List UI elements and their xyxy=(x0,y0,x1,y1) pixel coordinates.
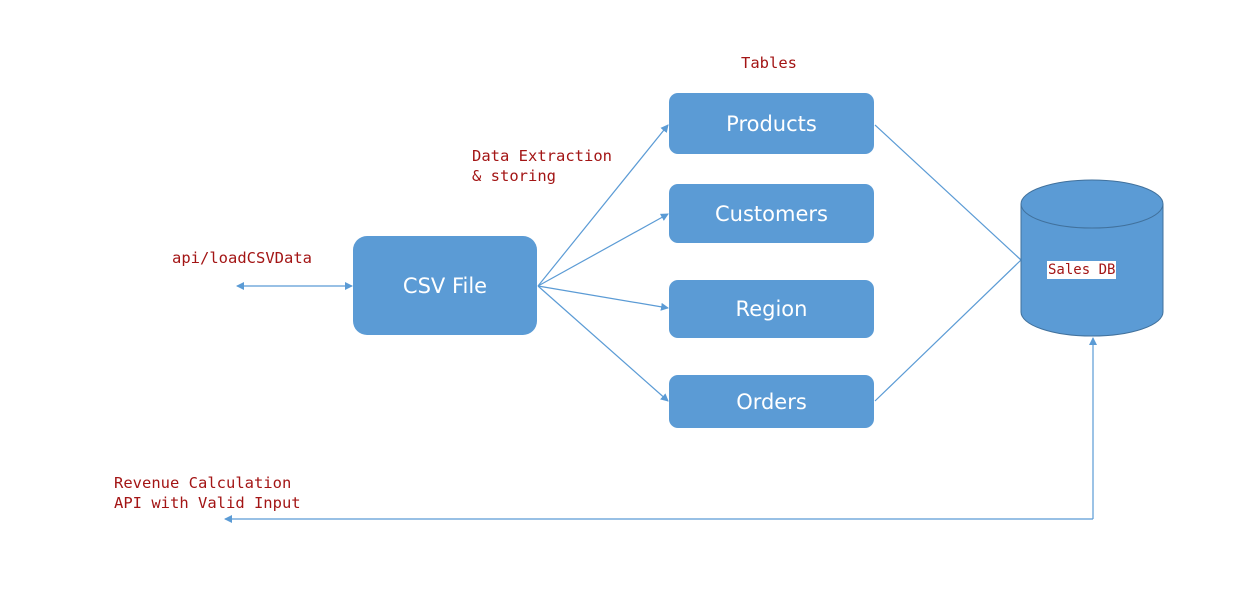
region-table-node: Region xyxy=(669,280,874,338)
csv-file-node: CSV File xyxy=(353,236,537,335)
region-label: Region xyxy=(735,297,808,321)
orders-label: Orders xyxy=(736,389,807,414)
tables-heading: Tables xyxy=(741,54,797,72)
orders-table-node: Orders xyxy=(669,375,874,428)
csv-to-orders-arrow xyxy=(537,285,669,402)
csv-to-region-arrow xyxy=(537,285,669,311)
customers-label: Customers xyxy=(715,201,828,226)
sales-db-cylinder xyxy=(1020,179,1164,337)
extraction-label-line2: & storing xyxy=(472,167,556,185)
customers-table-node: Customers xyxy=(669,184,874,243)
api-load-label: api/loadCSVData xyxy=(172,249,312,267)
revenue-label-line2: API with Valid Input xyxy=(114,494,301,512)
sales-db-label: Sales DB xyxy=(1047,261,1117,279)
csv-to-products-arrow xyxy=(537,124,669,287)
orders-to-db-line xyxy=(874,259,1022,402)
csv-to-customers-arrow xyxy=(537,213,669,287)
extraction-label-line1: Data Extraction xyxy=(472,147,612,165)
revenue-label-line1: Revenue Calculation xyxy=(114,474,292,492)
products-table-node: Products xyxy=(669,93,874,154)
products-to-db-line xyxy=(874,124,1022,261)
csv-file-label: CSV File xyxy=(402,273,488,298)
products-label: Products xyxy=(726,111,817,136)
